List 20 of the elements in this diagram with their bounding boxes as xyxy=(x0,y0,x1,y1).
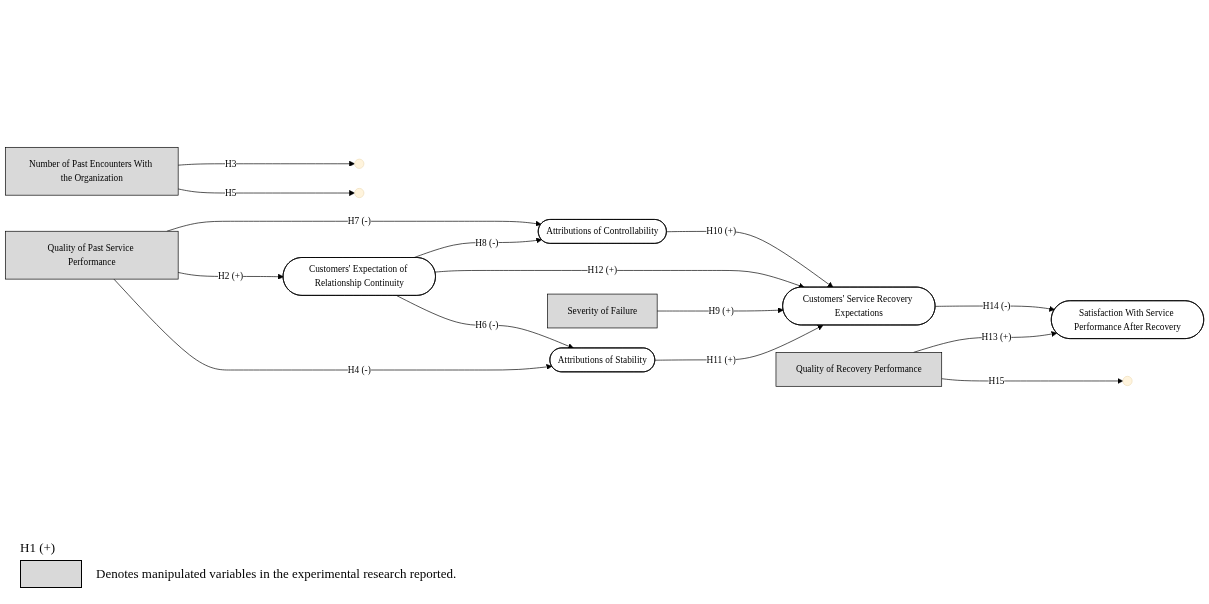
edge-label: H11 (+) xyxy=(706,355,736,366)
edge-label: H5 xyxy=(224,188,237,199)
edge-label: H14 (-) xyxy=(982,301,1011,312)
edge-label: H3 xyxy=(224,159,237,170)
edge-label: H12 (+) xyxy=(587,265,618,276)
legend-text: Denotes manipulated variables in the experimental research reported. xyxy=(96,566,457,582)
edge-label: H8 (-) xyxy=(475,237,499,248)
edge-label: H7 (-) xyxy=(347,216,371,227)
edge-label: H4 (-) xyxy=(347,365,371,376)
node-box: Quality of Recovery Performance xyxy=(775,352,943,387)
edge-label: H2 (+) xyxy=(218,271,244,282)
edge-label: H13 (+) xyxy=(981,332,1012,343)
hypothesis-label: H1 (+) xyxy=(20,540,57,556)
edge-label: H10 (+) xyxy=(706,226,737,237)
node-box: Severity of Failure xyxy=(547,294,658,329)
node-box: Number of Past Encounters With the Organization xyxy=(5,147,179,196)
edge-label: H6 (-) xyxy=(475,320,499,331)
edge-label: H15 xyxy=(988,376,1005,387)
node-box: Quality of Past Service Performance xyxy=(5,231,179,280)
edge-label: H9 (+) xyxy=(708,306,734,317)
